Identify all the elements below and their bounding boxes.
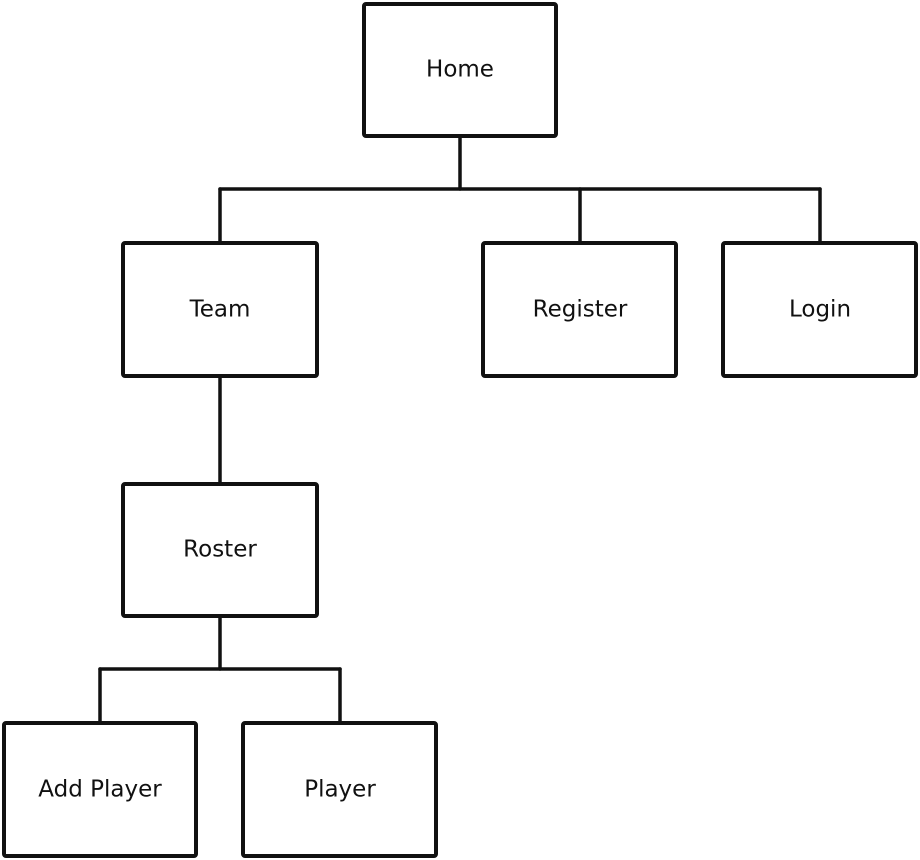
node-login-label: Login xyxy=(789,297,851,323)
node-roster: Roster xyxy=(121,482,319,618)
node-home-label: Home xyxy=(426,57,494,83)
connectors xyxy=(98,134,822,725)
node-player: Player xyxy=(241,721,438,858)
node-home: Home xyxy=(362,2,558,138)
node-register-label: Register xyxy=(533,297,628,323)
node-login-box xyxy=(721,241,918,378)
node-team-label: Team xyxy=(189,297,251,323)
node-team-box xyxy=(121,241,319,378)
node-roster-box xyxy=(121,482,319,618)
node-team: Team xyxy=(121,241,319,378)
node-home-box xyxy=(362,2,558,138)
node-login: Login xyxy=(721,241,918,378)
node-player-label: Player xyxy=(304,777,376,803)
node-add-player: Add Player xyxy=(2,721,198,858)
node-register: Register xyxy=(481,241,678,378)
node-roster-label: Roster xyxy=(183,537,257,563)
node-add-player-box xyxy=(2,721,198,858)
node-register-box xyxy=(481,241,678,378)
node-add-player-label: Add Player xyxy=(38,777,162,803)
node-player-box xyxy=(241,721,438,858)
